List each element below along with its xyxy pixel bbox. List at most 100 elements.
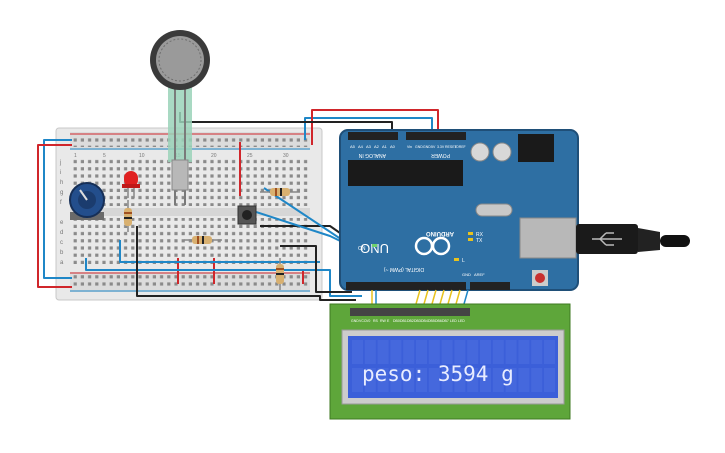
- pin-a4: A4: [358, 144, 364, 149]
- lcd-char-cell: [518, 340, 530, 364]
- col-label-5: 5: [103, 153, 106, 159]
- l-label: L: [462, 258, 465, 264]
- lcd-char-cell: [352, 340, 363, 364]
- digital-header[interactable]: [346, 282, 466, 290]
- arduino-model: UNO: [360, 241, 389, 256]
- usb-cable-icon[interactable]: [576, 224, 690, 254]
- lcd-pin-gnd: GND: [351, 319, 359, 323]
- lcd-char-cell: [377, 340, 389, 364]
- row-label-g: g: [60, 190, 63, 196]
- lcd-char-cell: [352, 368, 363, 392]
- pin-reset: RESET: [445, 145, 458, 149]
- row-label-e: e: [60, 220, 64, 226]
- lcd-char-cell: [467, 368, 479, 392]
- lcd-char-cell: [428, 368, 440, 392]
- row-label-c: c: [60, 240, 63, 246]
- lcd-pin-rw: RW: [380, 319, 386, 323]
- led-icon[interactable]: [122, 171, 140, 198]
- digital-header-2[interactable]: [470, 282, 510, 290]
- power-label: POWER: [431, 152, 450, 158]
- wire-blue-mid[interactable]: [119, 240, 320, 263]
- lcd-char-cell: [531, 340, 543, 364]
- lcd-char-cell: [480, 340, 491, 364]
- lcd-pin-db0: DB0: [393, 319, 400, 323]
- row-label-j: j: [59, 160, 61, 166]
- lcd-char-cell: [441, 340, 453, 364]
- pin-gnd-1: GND: [415, 145, 423, 149]
- on-label: ON: [358, 246, 366, 252]
- resistor-led[interactable]: [124, 200, 132, 232]
- wire-blue-low[interactable]: [85, 258, 362, 297]
- lcd-char-cell: [377, 368, 389, 392]
- lcd-char-cell: [467, 340, 479, 364]
- lcd-char-cell: [544, 340, 555, 364]
- lcd-char-cell: [390, 368, 402, 392]
- resistor-button[interactable]: [184, 236, 222, 244]
- pin-a3: A3: [366, 144, 372, 149]
- lcd-char-cell: [441, 368, 453, 392]
- resistor-lcd[interactable]: [276, 258, 284, 290]
- pin-vin: Vin: [407, 145, 412, 149]
- row-label-a: a: [60, 260, 64, 266]
- lcd-char-cell: [505, 340, 517, 364]
- col-label-25: 25: [247, 153, 253, 159]
- force-sensor-icon[interactable]: [150, 30, 210, 205]
- lcd-char-cell: [416, 340, 427, 364]
- row-label-b: b: [60, 250, 64, 256]
- lcd-pin-labels: GND VCC V0 RS RW E DB0 DB1 DB2 DB3 DB4 D…: [351, 319, 465, 323]
- pin-a2: A2: [374, 144, 380, 149]
- pin-a1: A1: [382, 144, 388, 149]
- lcd-char-cell: [544, 368, 555, 392]
- arduino-board: ARDUINO UNO ON TX RX L POWER ANALOG IN D…: [339, 129, 579, 291]
- lcd-char-cell: [428, 340, 440, 364]
- analog-header[interactable]: [348, 132, 398, 140]
- lcd-display-text: peso: 3594 g: [362, 362, 514, 386]
- gnd-label: GND: [462, 272, 471, 277]
- col-label-1: 1: [74, 153, 77, 159]
- row-label-i: i: [60, 170, 61, 176]
- wire-left-blue[interactable]: [43, 139, 72, 279]
- lcd-module: GND VCC V0 RS RW E DB0 DB1 DB2 DB3 DB4 D…: [329, 303, 571, 420]
- pin-5v: 5V: [431, 145, 436, 149]
- pushbutton-icon[interactable]: [237, 205, 257, 225]
- wire-top-blue[interactable]: [304, 117, 433, 140]
- power-header[interactable]: [406, 132, 466, 140]
- pin-a0: A0: [390, 144, 396, 149]
- col-label-30: 30: [283, 153, 289, 159]
- row-label-d: d: [60, 230, 63, 236]
- lcd-char-cell: [492, 368, 504, 392]
- arduino-logo-icon: [414, 236, 451, 256]
- microcontroller-chip: [348, 160, 463, 186]
- pin-gnd-2: GND: [423, 145, 431, 149]
- lcd-data-wires: [371, 289, 469, 305]
- wire-left-red[interactable]: [37, 144, 72, 288]
- usb-port[interactable]: [519, 217, 577, 259]
- lcd-pin-led-a: LED: [450, 319, 457, 323]
- wire-top-red[interactable]: [311, 109, 439, 145]
- pin-a5: A5: [350, 144, 356, 149]
- lcd-pin-db4: DB4: [421, 319, 428, 323]
- lcd-pin-v0: V0: [366, 319, 370, 323]
- row-label-f: f: [60, 200, 62, 206]
- lcd-pin-rs: RS: [373, 319, 379, 323]
- reset-button[interactable]: [535, 273, 545, 283]
- pin-3v3: 3.3V: [437, 145, 445, 149]
- lcd-screen: [348, 336, 558, 398]
- wire-black-ground[interactable]: [280, 245, 352, 293]
- potentiometer-icon[interactable]: [69, 182, 105, 220]
- power-jack[interactable]: [518, 134, 554, 162]
- digital-label: DIGITAL (PWM ~): [384, 266, 424, 272]
- lcd-char-cell: [364, 340, 376, 364]
- lcd-pin-db3: DB3: [414, 319, 421, 323]
- lcd-char-cell: [403, 340, 415, 364]
- lcd-char-cell: [531, 368, 543, 392]
- resistor-sensor[interactable]: [260, 188, 300, 196]
- lcd-pin-db1: DB1: [400, 319, 407, 323]
- lcd-pin-db5: DB5: [428, 319, 435, 323]
- pin-ioref: IOREF: [455, 145, 466, 149]
- analog-label: ANALOG IN: [358, 152, 386, 158]
- rx-label: RX: [476, 232, 484, 238]
- wire-black-low[interactable]: [136, 226, 356, 301]
- lcd-char-cell: [505, 368, 517, 392]
